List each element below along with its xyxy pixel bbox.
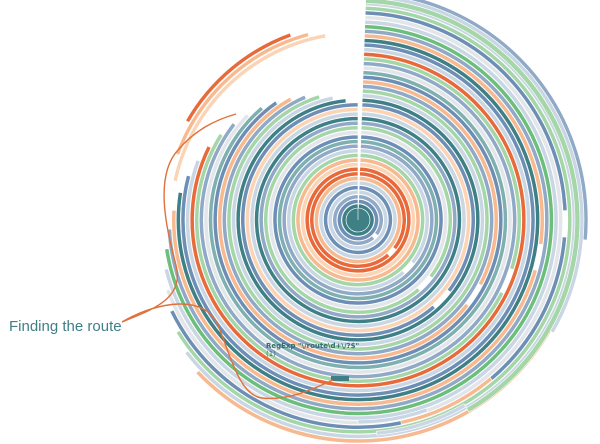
sunburst-ring-35 [180,42,536,398]
sunburst-ring-5 [318,180,398,260]
sunburst-ring-7 [309,171,407,269]
sunburst-outer-arc-7 [175,32,310,156]
sunburst-ring-43 [175,5,573,435]
regexp-node-label: RegExp "\/route\d+\/?$" [266,342,359,350]
sunburst-outer-arc-4 [400,376,493,425]
sunburst-ring-13 [281,143,435,297]
sunburst-ring-26 [222,84,494,356]
sunburst-gap-17 [416,275,433,292]
sunburst-ring-39 [164,24,554,416]
sunburst-gap-27 [465,283,483,307]
sunburst-ring-4 [323,185,393,255]
regexp-node-marker [331,376,349,381]
regexp-node-count: (1) [266,350,276,358]
sunburst-gap-42 [562,210,568,238]
sunburst-ring-16 [267,129,448,310]
sunburst-ring-15 [272,134,444,306]
sunburst-ring-36 [176,38,540,402]
callout-title: Finding the route [9,318,122,335]
sunburst-ring-32 [194,56,522,384]
callout-connector-lower [121,303,334,400]
sunburst-ring-18 [258,120,458,320]
sunburst-ring-24 [231,93,485,347]
sunburst-rings [163,0,589,444]
sunburst-ring-34 [185,47,531,393]
sunburst-outer-arc-6 [185,32,292,123]
sunburst-ring-10 [295,157,421,283]
sunburst-ring-17 [263,125,453,315]
sunburst-gap-2 [371,232,379,240]
sunburst-gap-37 [532,243,544,271]
sunburst-ring-41 [165,15,563,425]
sunburst-gap-22 [432,289,451,309]
callout-connector-upper [121,113,237,323]
sunburst-ring-33 [189,51,527,389]
callout-group: Finding the route RegExp "\/route\d+\/?$… [9,113,359,400]
sunburst-ring-2 [332,194,384,246]
sunburst-ring-37 [171,33,545,407]
sunburst-ring-28 [212,74,504,366]
sunburst-ring-9 [300,162,416,278]
sunburst-ring-11 [291,152,425,287]
sunburst-ring-3 [327,189,389,251]
sunburst-ring-1 [337,198,379,241]
sunburst-outer-arc-5 [357,407,429,425]
sunburst-ring-14 [277,139,439,301]
sunburst-ring-23 [235,97,481,343]
sunburst-ring-20 [249,111,467,329]
sunburst-slit [355,0,359,100]
sunburst-ring-29 [208,70,508,370]
sunburst-ring-31 [199,61,517,379]
sunburst-ring-22 [240,102,476,338]
sunburst-ring-30 [203,65,513,375]
sunburst-ring-38 [167,28,550,412]
sunburst-ring-19 [254,116,462,324]
sunburst-ring-42 [169,10,568,430]
sunburst-outer-arc-8 [172,33,327,182]
sunburst-ring-8 [304,166,412,274]
sunburst-gap-32 [499,268,514,294]
sunburst-outer-arc-3 [376,403,467,436]
sunburst-ring-21 [244,106,471,333]
sunburst-ring-27 [217,79,499,361]
sunburst-gap-12 [401,260,415,275]
sunburst-ring-25 [226,88,490,352]
sunburst-outer-arc-2 [408,0,589,241]
sunburst-ring-0 [341,203,375,237]
sunburst-ring-12 [286,148,430,292]
sunburst-ring-40 [163,19,559,421]
sunburst-ring-6 [314,175,402,264]
sunburst-gap-7 [386,246,397,257]
